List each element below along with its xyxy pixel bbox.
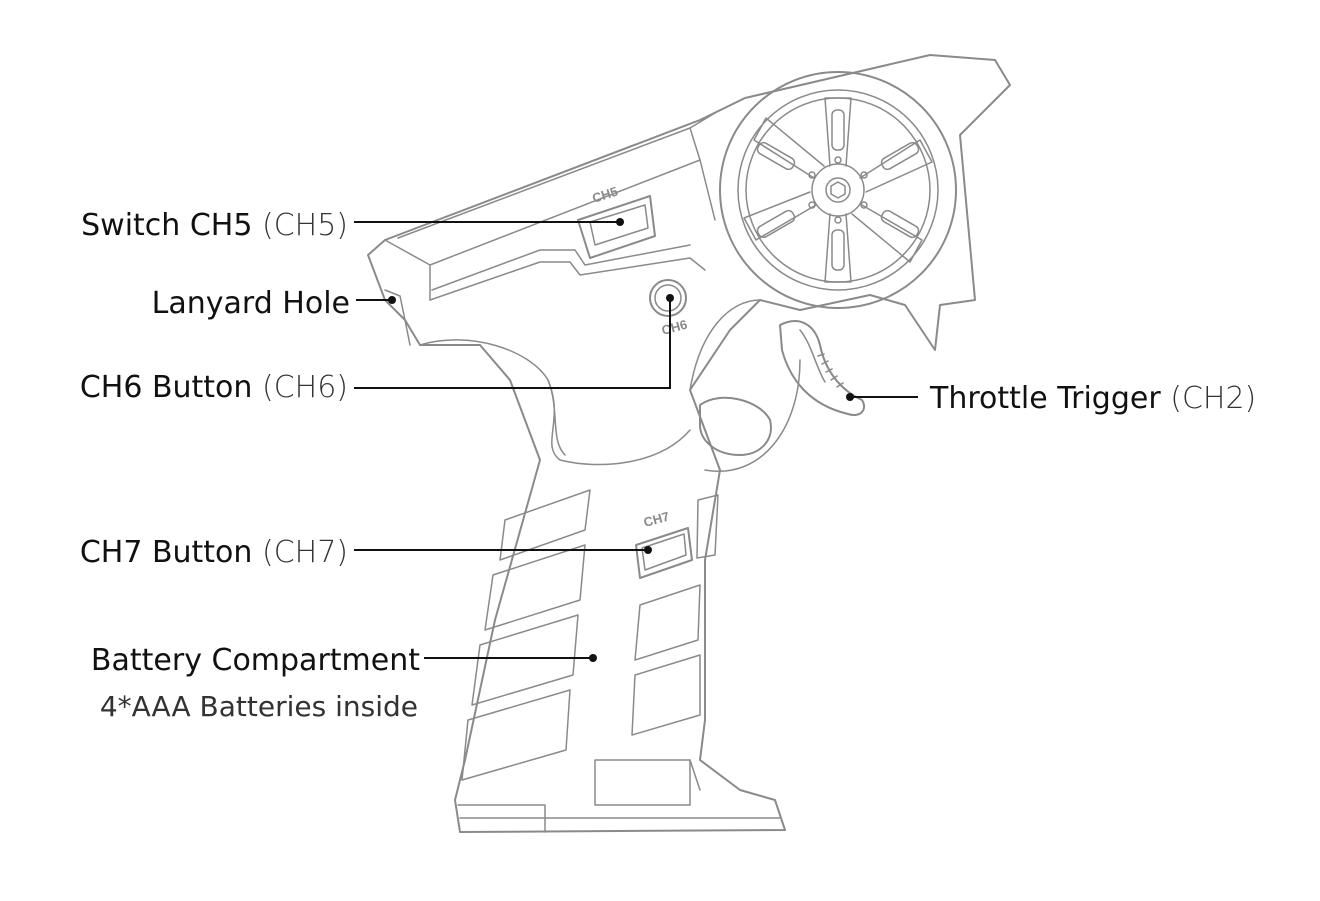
lanyard-hole-dot <box>388 296 396 304</box>
ch6-body-label: CH6 <box>660 317 689 338</box>
lanyard-hole-label: Lanyard Hole <box>152 286 350 321</box>
ch6-button-label: CH6 Button (CH6) <box>80 370 348 405</box>
throttle-trigger-part <box>779 320 866 416</box>
ch5-body-label: CH5 <box>590 184 619 206</box>
ch7-body-label: CH7 <box>642 509 671 530</box>
callout-ch7-button: CH7 Button (CH7) <box>80 535 652 570</box>
ch6-button-dot <box>666 294 674 302</box>
callout-switch-ch5: Switch CH5 (CH5) <box>81 208 624 243</box>
battery-compartment-dot <box>589 654 597 662</box>
callout-throttle-trigger: Throttle Trigger (CH2) <box>846 381 1256 416</box>
ch6-button-channel: (CH6) <box>262 370 348 405</box>
ch7-button-label: CH7 Button (CH7) <box>80 535 348 570</box>
ch7-button-main: CH7 Button <box>80 535 253 570</box>
ch7-button-channel: (CH7) <box>262 535 348 570</box>
callout-battery-compartment: Battery Compartment 4*AAA Batteries insi… <box>91 643 597 723</box>
ch6-button-main: CH6 Button <box>80 370 253 405</box>
battery-compartment-sub: 4*AAA Batteries inside <box>100 690 418 723</box>
throttle-trigger-channel: (CH2) <box>1170 381 1256 416</box>
throttle-trigger-main: Throttle Trigger <box>929 381 1161 416</box>
ch7-button-part: CH7 <box>635 509 693 579</box>
ch6-button-part: CH6 <box>649 279 689 338</box>
transmitter-illustration: CH5 CH6 CH7 <box>367 54 1011 833</box>
switch-ch5-channel: (CH5) <box>262 208 348 243</box>
callout-lanyard-hole: Lanyard Hole <box>152 286 396 321</box>
switch-ch5-dot <box>616 218 624 226</box>
steering-wheel <box>719 71 957 309</box>
battery-compartment-label: Battery Compartment <box>91 643 420 678</box>
ch7-button-dot <box>644 546 652 554</box>
switch-ch5-main: Switch CH5 <box>81 208 252 243</box>
callout-ch6-button: CH6 Button (CH6) <box>80 294 674 405</box>
switch-ch5-label: Switch CH5 (CH5) <box>81 208 348 243</box>
ch6-button-leader <box>354 298 671 389</box>
throttle-trigger-label: Throttle Trigger (CH2) <box>929 381 1256 416</box>
